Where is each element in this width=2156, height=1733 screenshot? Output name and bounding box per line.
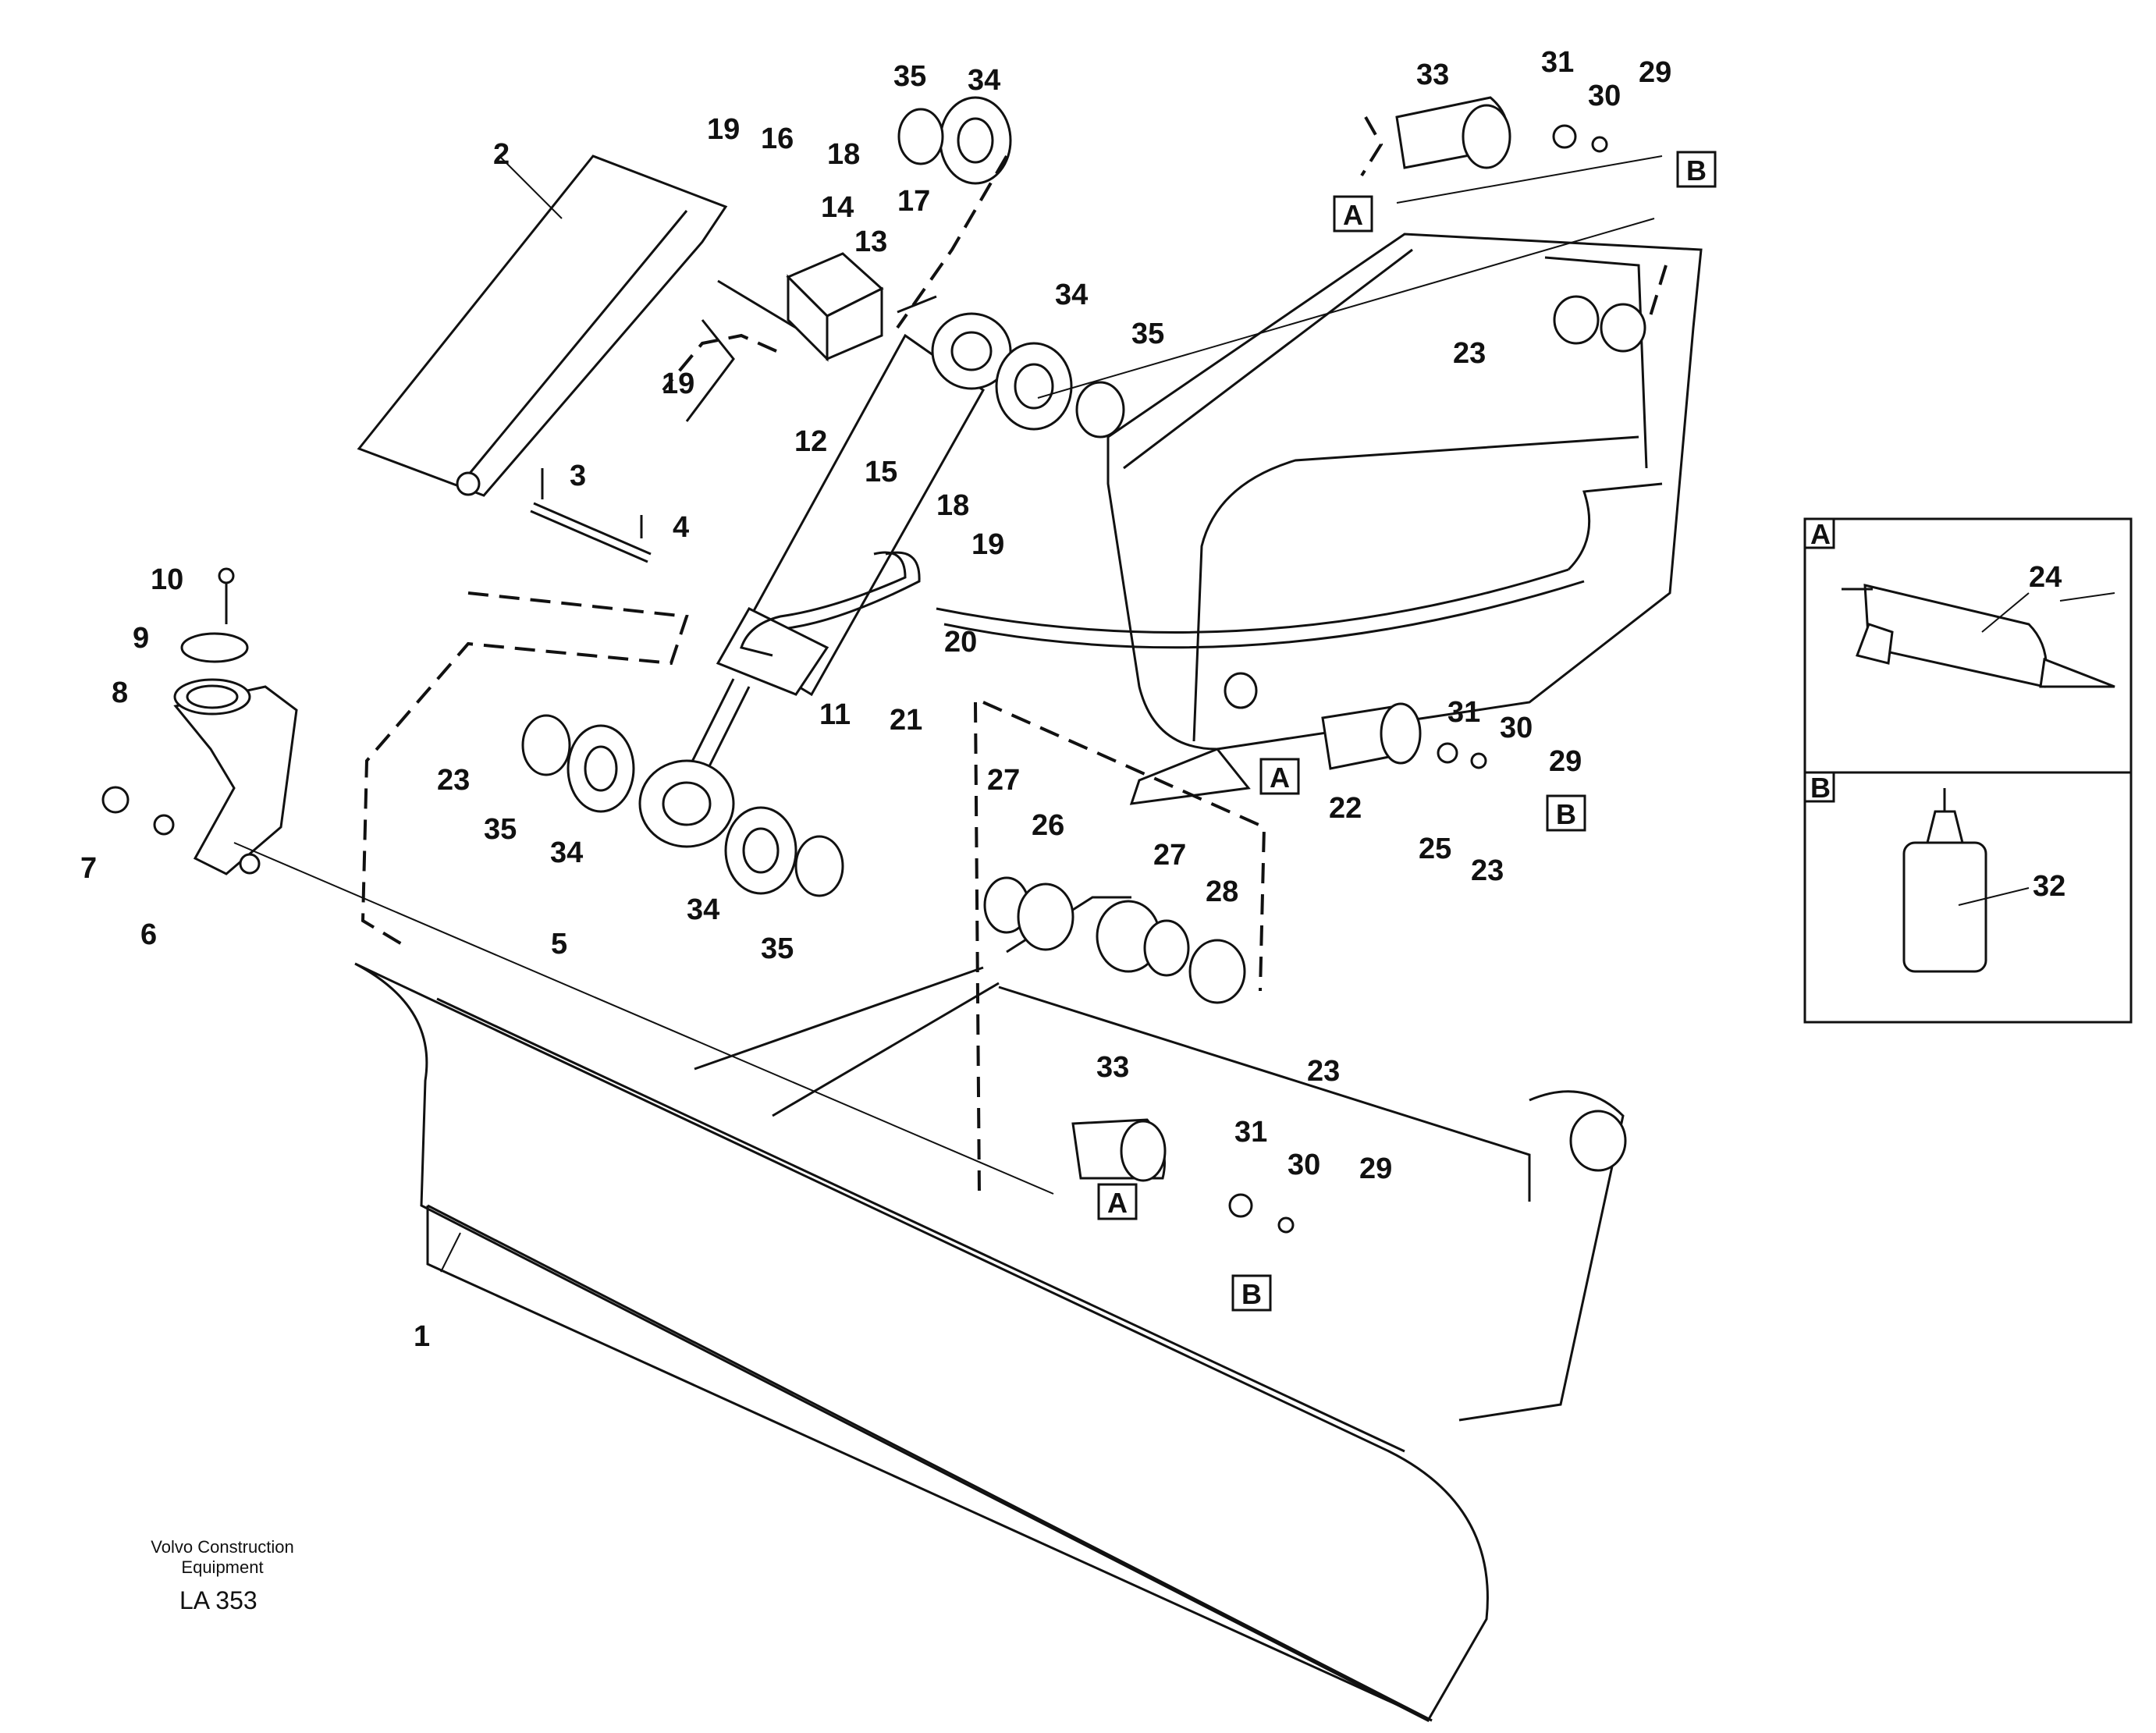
callout-15: 15 <box>865 456 897 488</box>
callout-8: 8 <box>112 677 128 709</box>
callout-30: 30 <box>1500 712 1533 744</box>
callout-35: 35 <box>484 813 517 846</box>
callout-29: 29 <box>1549 745 1582 778</box>
hoses <box>685 279 921 657</box>
callout-27: 27 <box>987 764 1020 797</box>
callout-35: 35 <box>893 60 926 93</box>
detail-box-A: A 24 <box>1803 517 2133 774</box>
footer-company-line1: Volvo Construction <box>151 1537 293 1557</box>
detail-box-A-letter: A <box>1810 518 1831 550</box>
dozer-blade <box>354 896 1627 1722</box>
footer-code: LA 353 <box>179 1586 258 1614</box>
marker-A: A <box>1343 199 1363 231</box>
detail-box-B-letter: B <box>1810 772 1831 804</box>
callout-9: 9 <box>133 622 149 655</box>
marker-B: B <box>1241 1278 1262 1310</box>
callout-35: 35 <box>1131 318 1164 350</box>
marker-B: B <box>1556 798 1576 830</box>
callout-16: 16 <box>761 123 794 155</box>
callout-5: 5 <box>551 928 567 961</box>
callout-19: 19 <box>662 368 694 400</box>
callout-17: 17 <box>897 185 930 218</box>
callout-21: 21 <box>890 704 922 737</box>
callout-14: 14 <box>821 191 854 224</box>
callout-11: 11 <box>819 698 851 731</box>
footer: Volvo Construction Equipment LA 353 <box>151 1537 293 1614</box>
leader-lines <box>233 155 2115 1273</box>
footer-company-line2: Equipment <box>181 1557 263 1577</box>
callout-34: 34 <box>968 64 1000 97</box>
pin <box>530 468 652 563</box>
callout-34: 34 <box>1055 279 1088 311</box>
callout-20: 20 <box>944 626 977 659</box>
callout-29: 29 <box>1359 1152 1392 1185</box>
part-callouts: 1 2 3 4 5 6 7 8 9 10 11 12 13 14 15 16 1… <box>80 46 1671 1353</box>
loader-bucket <box>936 233 1703 805</box>
bearings-and-seals <box>521 96 1246 1004</box>
callout-22: 22 <box>1329 792 1362 825</box>
callout-26: 26 <box>1032 809 1064 842</box>
callout-30: 30 <box>1288 1149 1320 1181</box>
callout-4: 4 <box>673 511 689 544</box>
callout-31: 31 <box>1541 46 1574 79</box>
callout-6: 6 <box>140 918 157 951</box>
callout-1: 1 <box>414 1320 430 1353</box>
callout-33: 33 <box>1416 59 1449 91</box>
callout-19: 19 <box>707 113 740 146</box>
callout-18: 18 <box>936 489 969 522</box>
callout-3: 3 <box>570 460 586 492</box>
callout-29: 29 <box>1639 56 1671 89</box>
callout-32: 32 <box>2033 870 2065 903</box>
callout-34: 34 <box>550 836 583 869</box>
callout-23: 23 <box>1471 854 1504 887</box>
valve-block <box>786 252 884 362</box>
callout-23: 23 <box>1307 1055 1340 1088</box>
callout-18: 18 <box>827 138 860 171</box>
top-plate <box>357 154 728 497</box>
marker-boxes: A A A B B B <box>1097 151 1717 1312</box>
dashed-groupings <box>361 116 1668 1195</box>
marker-A: A <box>1270 762 1290 794</box>
callout-23: 23 <box>1453 337 1486 370</box>
callout-31: 31 <box>1234 1116 1267 1149</box>
marker-A: A <box>1107 1187 1128 1219</box>
callout-35: 35 <box>761 932 794 965</box>
callout-7: 7 <box>80 852 97 885</box>
callout-13: 13 <box>854 226 887 258</box>
callout-19: 19 <box>971 528 1004 561</box>
callout-10: 10 <box>151 563 183 596</box>
grease-gun-icon <box>1842 584 2115 688</box>
callout-34: 34 <box>687 893 719 926</box>
callout-28: 28 <box>1206 875 1238 908</box>
callout-27: 27 <box>1153 839 1186 872</box>
detail-box-B: B 32 <box>1803 771 2133 1024</box>
callout-31: 31 <box>1447 696 1480 729</box>
callout-2: 2 <box>493 138 510 171</box>
callout-33: 33 <box>1096 1051 1129 1084</box>
pivot-pins <box>1071 96 1608 1234</box>
callout-23: 23 <box>437 764 470 797</box>
callout-25: 25 <box>1419 833 1451 865</box>
callout-24: 24 <box>2029 561 2062 594</box>
mount-bracket <box>101 567 298 875</box>
callout-12: 12 <box>794 425 827 458</box>
hydraulic-cylinder <box>638 295 1012 848</box>
marker-B: B <box>1686 154 1707 186</box>
callout-30: 30 <box>1588 80 1621 112</box>
oil-bottle-icon <box>1902 788 1987 973</box>
